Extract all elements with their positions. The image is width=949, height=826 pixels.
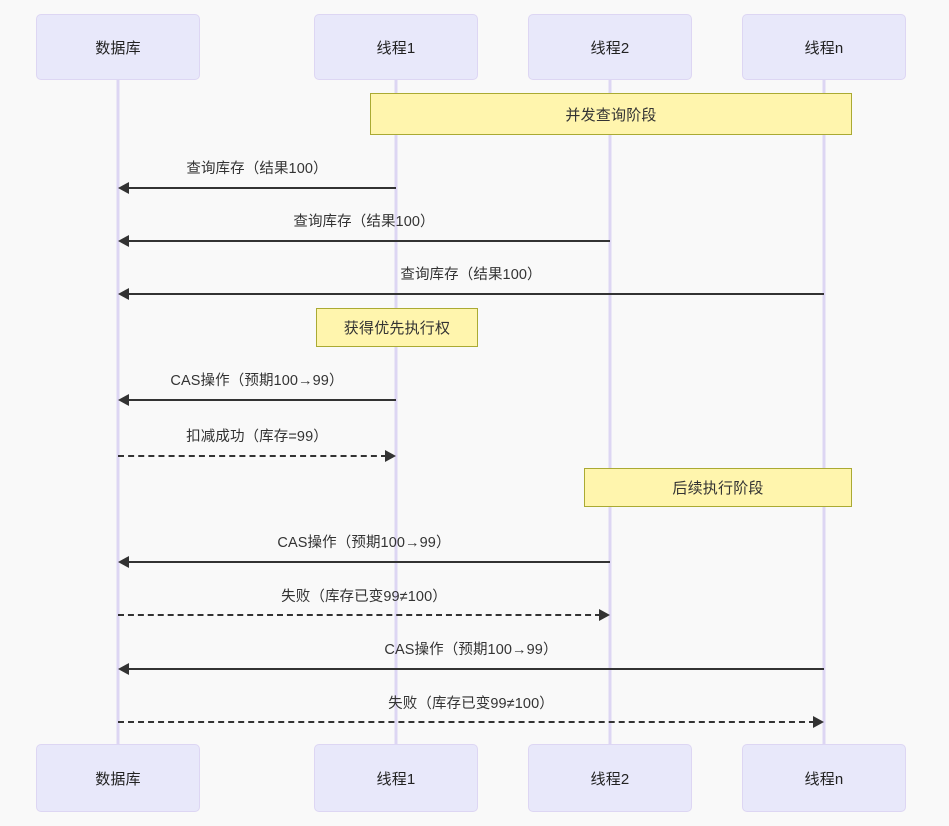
message-line-m9 [118,721,815,723]
lifeline-t1 [394,80,398,744]
message-label-m6: CAS操作（预期100→99） [277,535,451,551]
actor-box-tn-bottom[interactable]: 线程n [742,744,906,812]
note-text: 并发查询阶段 [565,106,657,124]
message-line-m2 [127,240,610,242]
arrow-head-m6 [118,556,129,568]
arrow-head-m1 [118,182,129,194]
message-line-m8 [127,668,824,670]
actor-box-t1-top[interactable]: 线程1 [314,14,478,80]
message-label-m5: 扣减成功（库存=99） [186,429,328,445]
note-followup[interactable]: 后续执行阶段 [584,468,852,507]
message-line-m4 [127,399,396,401]
actor-label-db: 数据库 [95,770,141,788]
actor-label-tn: 线程n [804,770,844,788]
message-line-m7 [118,614,601,616]
message-label-m7: 失败（库存已变99≠100） [281,589,447,605]
arrow-head-m5 [385,450,396,462]
actor-label-t2: 线程2 [590,770,630,788]
message-label-m8: CAS操作（预期100→99） [384,642,558,658]
message-label-m1: 查询库存（结果100） [186,161,328,177]
arrow-head-m2 [118,235,129,247]
message-line-m5 [118,455,387,457]
actor-box-db-top[interactable]: 数据库 [36,14,200,80]
arrow-head-m9 [813,716,824,728]
arrow-head-m8 [118,663,129,675]
lifeline-db [116,80,120,744]
actor-box-db-bottom[interactable]: 数据库 [36,744,200,812]
note-concurrent-query[interactable]: 并发查询阶段 [370,93,852,135]
arrow-head-m4 [118,394,129,406]
arrow-head-m3 [118,288,129,300]
message-label-m3: 查询库存（结果100） [400,267,542,283]
actor-box-t1-bottom[interactable]: 线程1 [314,744,478,812]
note-text: 后续执行阶段 [672,480,764,497]
message-label-m9: 失败（库存已变99≠100） [388,696,554,712]
message-label-m2: 查询库存（结果100） [293,214,435,230]
note-priority[interactable]: 获得优先执行权 [316,308,478,347]
actor-box-tn-top[interactable]: 线程n [742,14,906,80]
actor-box-t2-top[interactable]: 线程2 [528,14,692,80]
actor-box-t2-bottom[interactable]: 线程2 [528,744,692,812]
actor-label-db: 数据库 [95,39,141,57]
lifeline-t2 [608,80,612,744]
note-text: 获得优先执行权 [343,320,451,337]
actor-label-t1: 线程1 [376,39,416,57]
message-line-m1 [127,187,396,189]
actor-label-tn: 线程n [804,39,844,57]
lifeline-tn [822,80,826,744]
message-line-m6 [127,561,610,563]
arrow-head-m7 [599,609,610,621]
actor-label-t2: 线程2 [590,39,630,57]
message-line-m3 [127,293,824,295]
message-label-m4: CAS操作（预期100→99） [170,373,344,389]
actor-label-t1: 线程1 [376,770,416,788]
